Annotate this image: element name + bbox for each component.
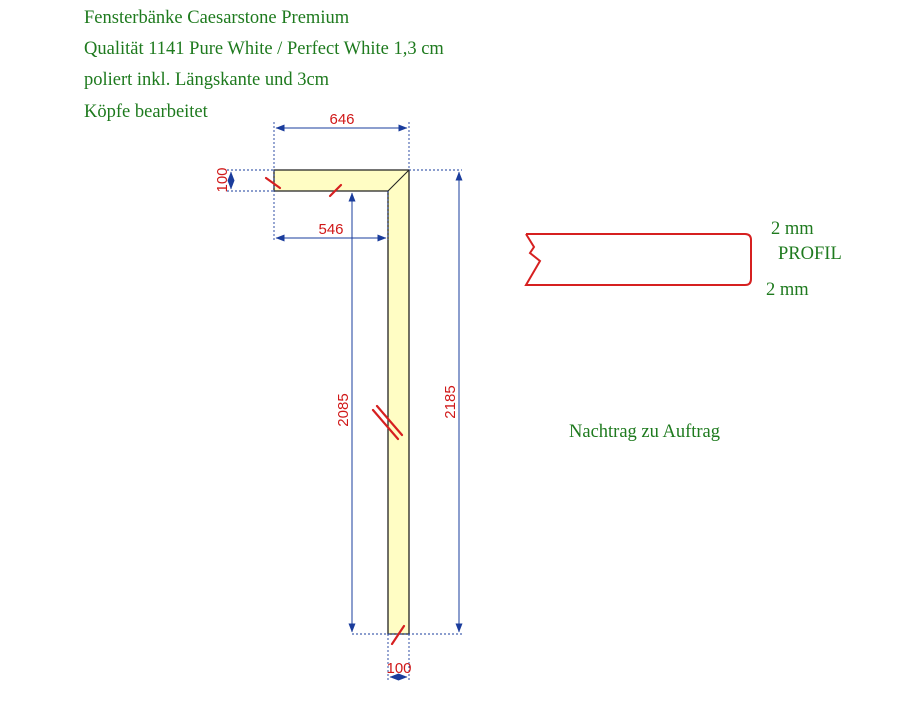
profile-label: PROFIL [778, 244, 842, 264]
dimension-lines [227, 124, 463, 681]
description-line-3: poliert inkl. Längskante und 3cm [84, 70, 330, 90]
dimension-bottom-width: 100 [386, 660, 411, 677]
dimension-top-depth: 100 [214, 167, 231, 192]
profile-bottom-thickness: 2 mm [766, 280, 809, 300]
extension-lines [227, 122, 462, 680]
edge-marks [264, 176, 406, 646]
edge-profile-shape [524, 233, 752, 286]
edge-mark-left-head [264, 176, 282, 190]
order-remark: Nachtrag zu Auftrag [569, 422, 721, 442]
edge-mark-bottom-head [390, 624, 406, 646]
dimension-total-height: 2185 [442, 385, 459, 418]
dimension-inner-width: 546 [318, 221, 343, 238]
edge-mark-long-edge-1 [371, 408, 400, 441]
edge-mark-long-edge-2 [375, 404, 404, 437]
dimension-inner-height: 2085 [335, 393, 352, 426]
profile-top-thickness: 2 mm [771, 219, 814, 239]
description-line-2: Qualität 1141 Pure White / Perfect White… [84, 39, 444, 59]
description-line-1: Fensterbänke Caesarstone Premium [84, 8, 350, 28]
edge-mark-front-edge [328, 183, 343, 198]
dimension-top-width: 646 [329, 111, 354, 128]
description-line-4: Köpfe bearbeitet [84, 102, 208, 122]
mitre-joint-line [387, 169, 410, 192]
